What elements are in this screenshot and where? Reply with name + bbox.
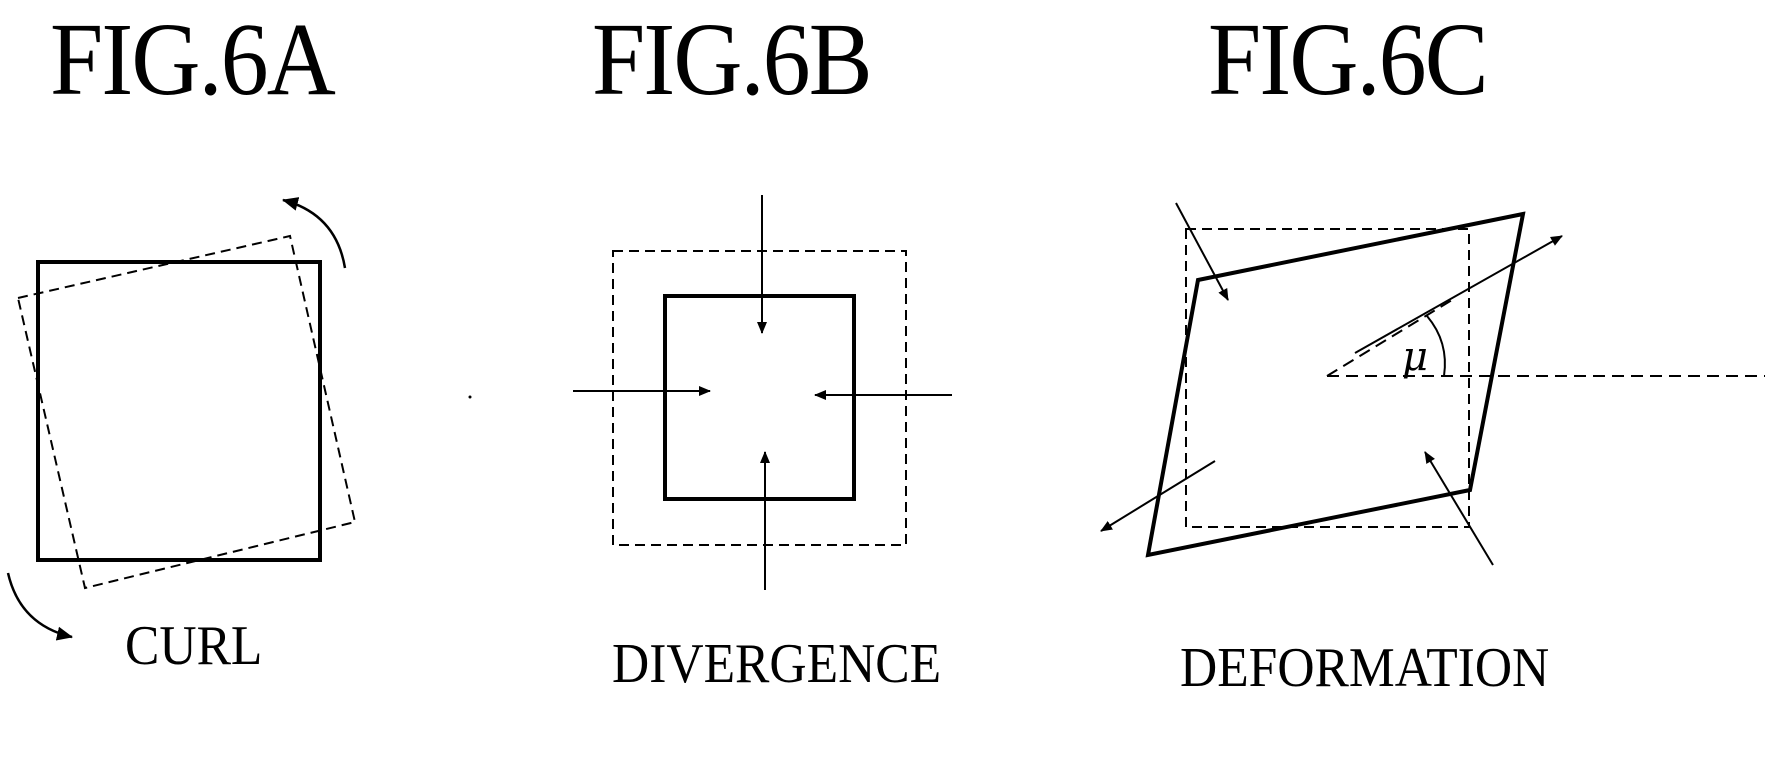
- fig-6c-caption: DEFORMATION: [1180, 640, 1549, 696]
- deformation-arrow-lower-left-outward: [1101, 461, 1215, 531]
- curl-solid-square: [38, 262, 320, 560]
- deformation-arrow-bottom-right-inward: [1425, 452, 1493, 565]
- stray-dot: [469, 396, 472, 399]
- curl-rotation-arrow-bottom: [8, 573, 72, 637]
- deformation-angle-label: μ: [1402, 334, 1428, 380]
- fig-6b-diagram: [469, 195, 953, 590]
- fig-6b-caption: DIVERGENCE: [612, 636, 941, 692]
- divergence-inner-solid-square: [665, 296, 854, 499]
- deformation-arrow-upper-right-outward: [1355, 236, 1562, 353]
- curl-rotation-arrow-top: [283, 200, 345, 268]
- curl-rotated-square-dashed: [18, 236, 355, 588]
- deformation-angle-arc: [1427, 316, 1445, 376]
- fig-6c-diagram: μ: [1101, 203, 1765, 565]
- deformation-arrow-top-left-inward: [1176, 203, 1228, 300]
- fig-6a-caption: CURL: [125, 618, 262, 674]
- deformation-dashed-diagonal: [1327, 300, 1452, 376]
- deformation-parallelogram: [1148, 214, 1523, 555]
- fig-6a-diagram: [8, 200, 355, 637]
